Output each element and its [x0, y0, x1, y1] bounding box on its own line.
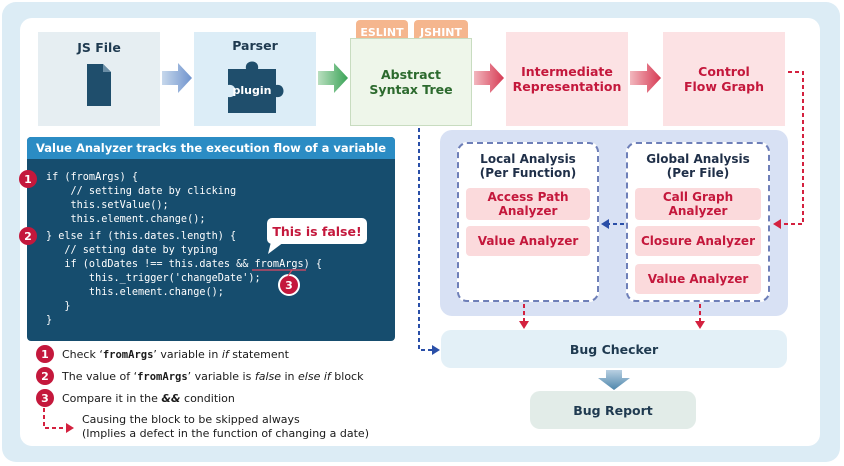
- global-value-analyzer: Value Analyzer: [635, 264, 761, 294]
- parser-label: Parser: [232, 38, 278, 53]
- global-analysis-subtitle: (Per File): [666, 166, 730, 180]
- arrow-checker-to-report: [598, 370, 630, 390]
- code-line-4: this.element.change();: [46, 214, 206, 225]
- callout-tail: [268, 242, 284, 254]
- local-analysis-title: Local Analysis: [480, 152, 576, 166]
- code-line-11: }: [46, 315, 53, 326]
- cfg-box: Control Flow Graph: [663, 32, 785, 126]
- local-analysis-box: Local Analysis (Per Function) Access Pat…: [457, 142, 599, 302]
- code-line-6: // setting date by typing: [46, 245, 218, 256]
- legend-dashed-arrow-head: [66, 423, 74, 433]
- bug-checker-box: Bug Checker: [441, 330, 787, 368]
- file-icon: [87, 64, 111, 106]
- cfg-label: Control Flow Graph: [683, 64, 765, 94]
- legend-item-1: Check ‘fromArgs’ variable in if statemen…: [62, 348, 289, 361]
- legend-item-3: Compare it in the && condition: [62, 392, 235, 405]
- dashed-global-to-checker-head: [695, 321, 705, 329]
- bug-report-box: Bug Report: [530, 391, 696, 429]
- local-value-analyzer: Value Analyzer: [466, 226, 590, 256]
- js-file-box: JS File: [38, 32, 160, 126]
- dashed-local-to-checker-head: [519, 321, 529, 329]
- ast-box: Abstract Syntax Tree: [350, 38, 472, 126]
- ast-label: Abstract Syntax Tree: [369, 67, 453, 97]
- code-line-7: if (oldDates !== this.dates && fromArgs)…: [46, 259, 323, 270]
- parser-box: Parser plugin: [194, 32, 316, 126]
- plugin-label: plugin: [232, 84, 272, 97]
- callout-connector: [287, 269, 293, 277]
- closure-analyzer: Closure Analyzer: [635, 226, 761, 256]
- legend-item-4-line-1: Causing the block to be skipped always: [82, 413, 300, 426]
- code-line-1: if (fromArgs) {: [46, 172, 139, 183]
- arrow-js-to-parser: [162, 63, 192, 93]
- legend-marker-3: 3: [36, 389, 54, 407]
- ir-label: Intermediate Representation: [512, 64, 622, 94]
- arrow-parser-to-ast: [318, 63, 348, 93]
- dashed-cfg-to-global-head: [773, 219, 781, 229]
- code-line-8: this._trigger('changeDate');: [46, 273, 261, 284]
- code-line-2: // setting date by clicking: [46, 186, 237, 197]
- plugin-icon: plugin: [222, 57, 288, 115]
- js-file-label: JS File: [77, 40, 121, 55]
- ir-box: Intermediate Representation: [506, 32, 628, 126]
- code-line-3: this.setValue();: [46, 200, 169, 211]
- local-analysis-subtitle: (Per Function): [479, 166, 577, 180]
- code-line-9: this.element.change();: [46, 287, 224, 298]
- global-analysis-title: Global Analysis: [646, 152, 750, 166]
- arrow-ir-to-cfg: [630, 63, 661, 93]
- legend-dashed-arrow: [43, 408, 66, 429]
- legend-item-4-line-2: (Implies a defect in the function of cha…: [82, 427, 369, 440]
- access-path-analyzer: Access Path Analyzer: [466, 188, 590, 220]
- dashed-cfg-to-global: [781, 71, 804, 225]
- code-panel-header: Value Analyzer tracks the execution flow…: [27, 137, 395, 159]
- legend-marker-1: 1: [36, 345, 54, 363]
- marker-1: 1: [19, 170, 37, 188]
- call-graph-analyzer: Call Graph Analyzer: [635, 188, 761, 220]
- dashed-ast-to-checker-head: [432, 345, 440, 355]
- legend-item-2: The value of ‘fromArgs’ variable is fals…: [62, 370, 364, 383]
- marker-2: 2: [19, 227, 37, 245]
- code-line-5: } else if (this.dates.length) {: [46, 231, 237, 242]
- dashed-ast-to-checker: [418, 128, 432, 351]
- arrow-ast-to-ir: [474, 63, 504, 93]
- global-analysis-box: Global Analysis (Per File) Call Graph An…: [626, 142, 770, 302]
- dashed-global-to-local-head: [601, 219, 609, 229]
- code-line-10: }: [46, 301, 71, 312]
- legend-marker-2: 2: [36, 367, 54, 385]
- callout-bubble: This is false!: [267, 218, 367, 244]
